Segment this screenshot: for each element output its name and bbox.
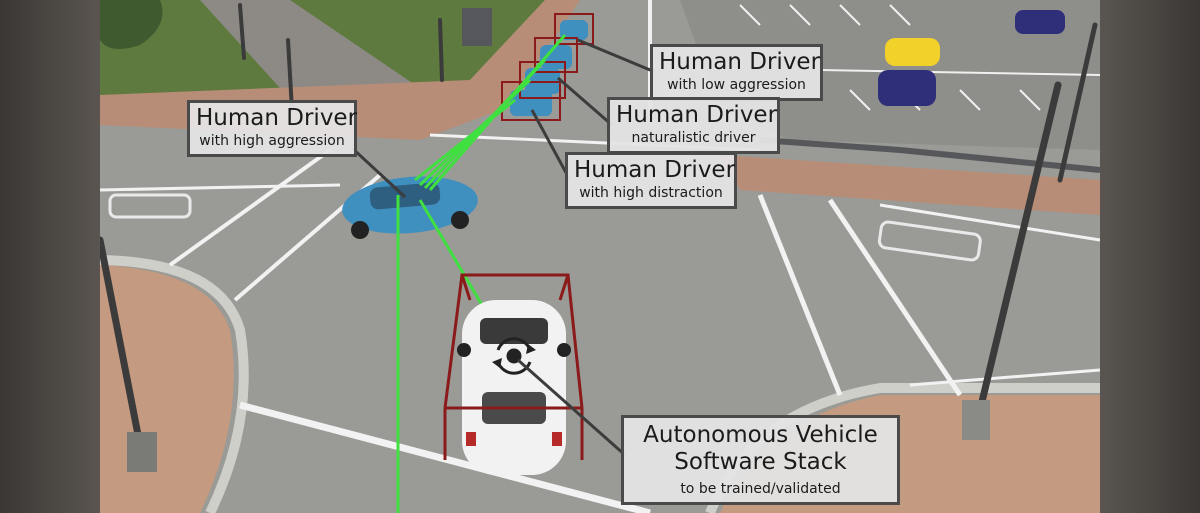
park-tree [100,0,163,49]
parking-lines [739,4,1101,111]
plaza-left-curb [99,255,249,513]
callout-av-stack: Autonomous Vehicle Software Stack to be … [621,415,900,505]
callout-low-aggression: Human Driver with low aggression [650,44,823,101]
callout-title-line2: Software Stack [674,449,847,475]
callout-subtitle: naturalistic driver [631,130,756,146]
callout-title: Human Driver [659,49,821,75]
callout-leaders [350,38,656,457]
callout-subtitle: to be trained/validated [680,481,841,497]
callout-naturalistic: Human Driver naturalistic driver [607,97,780,154]
right-letterbox [1100,0,1200,513]
callout-title-line1: Autonomous Vehicle [643,422,878,448]
parked-cars [878,10,1065,106]
callout-title: Human Driver [196,105,358,131]
road-text-stop [108,193,982,262]
callout-title: Human Driver [574,157,736,183]
callout-subtitle: with high aggression [199,133,345,149]
left-letterbox [0,0,100,513]
lamp-posts [96,3,1098,472]
callout-subtitle: with high distraction [579,185,723,201]
sensor-rays [396,34,567,513]
park-path [200,0,430,110]
sidewalk-right [720,155,1100,215]
callout-high-distraction: Human Driver with high distraction [565,152,737,209]
callout-high-aggression: Human Driver with high aggression [187,100,357,157]
steering-rotation-icon [492,337,536,375]
fence [759,137,1101,173]
ego-vehicle [457,300,571,475]
queue-bounding-boxes [501,13,594,121]
callout-subtitle: with low aggression [667,77,806,93]
callout-title: Human Driver [616,102,778,128]
bus-stop [462,8,492,46]
